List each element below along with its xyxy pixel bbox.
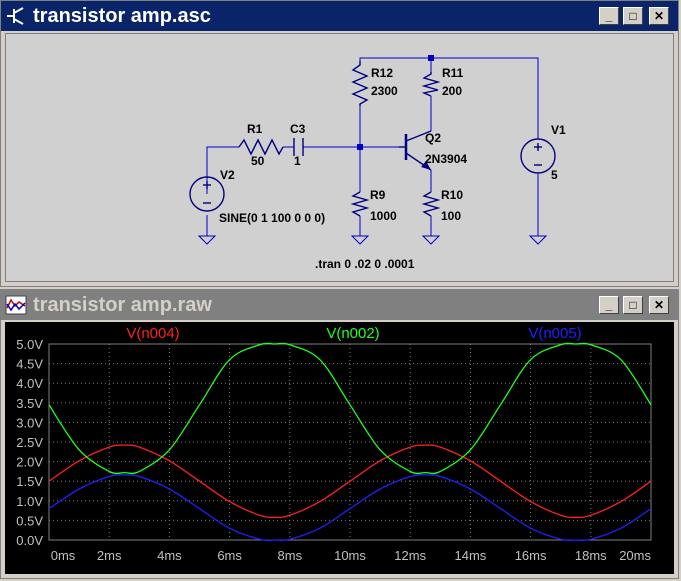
y-tick-label: 0.5V: [16, 513, 43, 528]
y-tick-label: 5.0V: [16, 337, 43, 352]
x-tick-label: 14ms: [455, 548, 487, 563]
legend-vn005[interactable]: V(n005): [528, 325, 581, 342]
waveform-plot-area[interactable]: 0.0V 0.5V 1.0V 1.5V 2.0V 2.5V 3.0V 3.5V 4.0V 4.5V…: [5, 322, 674, 574]
y-tick-label: 1.5V: [16, 474, 43, 489]
maximize-button[interactable]: □: [623, 296, 643, 314]
schematic-title: transistor amp.asc: [33, 5, 211, 27]
x-tick-label: 8ms: [278, 548, 303, 563]
y-tick-label: 1.0V: [16, 494, 43, 509]
r11-value: 200: [442, 84, 462, 98]
x-tick-label: 16ms: [515, 548, 547, 563]
v2-label: V2: [220, 168, 235, 182]
waveform-window[interactable]: transistor amp.raw _ □ ✕ 0.0V 0.5V 1.0V 1.5…: [0, 289, 679, 579]
legend-vn002[interactable]: V(n002): [326, 325, 379, 342]
q2-value: 2N3904: [425, 152, 467, 166]
spice-directive: .tran 0 .02 0 .0001: [315, 257, 415, 271]
transistor-app-icon: [7, 7, 24, 25]
x-tick-label: 0ms: [51, 548, 76, 563]
v1-label: V1: [551, 123, 566, 137]
trace-vn002[interactable]: [48, 342, 652, 475]
close-button[interactable]: ✕: [649, 7, 669, 25]
close-button[interactable]: ✕: [649, 296, 669, 314]
r12-label: R12: [371, 66, 393, 80]
y-tick-label: 2.0V: [16, 455, 43, 470]
schematic-canvas[interactable]: R1 50 C3 1 R12 2300 R11 200 Q2 2N3904 R9…: [5, 33, 674, 282]
y-tick-label: 2.5V: [16, 435, 43, 450]
r10-label: R10: [441, 188, 463, 202]
waveform-title: transistor amp.raw: [33, 294, 212, 316]
y-tick-label: 4.5V: [16, 357, 43, 372]
x-tick-label: 6ms: [217, 548, 242, 563]
r12-value: 2300: [371, 84, 398, 98]
y-tick-label: 0.0V: [16, 533, 43, 548]
x-tick-label: 2ms: [97, 548, 122, 563]
minimize-button[interactable]: _: [599, 7, 619, 25]
v1-value: 5: [551, 168, 558, 182]
schematic-drawing: R1 50 C3 1 R12 2300 R11 200 Q2 2N3904 R9…: [189, 55, 566, 271]
waveform-app-icon: [5, 295, 27, 315]
schematic-window[interactable]: transistor amp.asc _ □ ✕: [0, 0, 679, 287]
maximize-button[interactable]: □: [623, 7, 643, 25]
r9-label: R9: [370, 188, 386, 202]
y-tick-label: 3.0V: [16, 415, 43, 430]
x-tick-label: 12ms: [394, 548, 426, 563]
x-tick-label: 10ms: [334, 548, 366, 563]
resistor-r1-symbol: [238, 138, 284, 156]
y-tick-label: 4.0V: [16, 376, 43, 391]
trace-vn004[interactable]: [48, 444, 652, 519]
waveform-chart: 0.0V 0.5V 1.0V 1.5V 2.0V 2.5V 3.0V 3.5V 4.0V 4.5V…: [16, 325, 652, 563]
r10-value: 100: [441, 209, 461, 223]
c3-label: C3: [290, 122, 306, 136]
x-tick-label: 20ms: [619, 548, 651, 563]
y-tick-label: 3.5V: [16, 396, 43, 411]
x-tick-label: 18ms: [575, 548, 607, 563]
legend-vn004[interactable]: V(n004): [126, 325, 179, 342]
x-tick-label: 4ms: [157, 548, 182, 563]
waveform-titlebar[interactable]: transistor amp.raw _ □ ✕: [1, 290, 678, 320]
trace-vn005[interactable]: [48, 474, 652, 541]
q2-label: Q2: [425, 131, 441, 145]
r11-label: R11: [442, 66, 464, 80]
schematic-titlebar[interactable]: transistor amp.asc _ □ ✕: [1, 1, 678, 31]
r1-label: R1: [247, 122, 263, 136]
r1-value: 50: [251, 154, 265, 168]
r9-value: 1000: [370, 209, 397, 223]
c3-value: 1: [294, 154, 301, 168]
minimize-button[interactable]: _: [599, 296, 619, 314]
v2-value: SINE(0 1 100 0 0 0): [219, 211, 325, 225]
